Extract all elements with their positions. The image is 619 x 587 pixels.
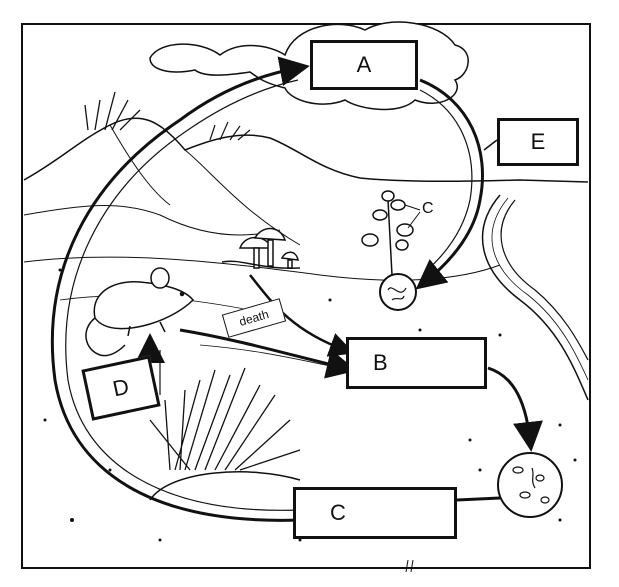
e-pointer (483, 139, 498, 151)
mouse (85, 267, 195, 357)
label-box-b[interactable]: B (346, 337, 487, 389)
plant-label-pointer-2 (407, 211, 421, 229)
plant-label-c: C (422, 200, 434, 217)
grass-tuft-top (84, 91, 141, 131)
label-box-a[interactable]: A (310, 40, 418, 90)
bacteria-detail (512, 466, 550, 504)
label-box-c[interactable]: C (293, 487, 457, 539)
arrow-b-to-bacteria (487, 366, 543, 452)
bacteria-circle (497, 452, 563, 518)
hill-line-2 (23, 205, 281, 236)
arrow-a-to-plant-inner (419, 89, 473, 273)
plant-label-pointer-1 (404, 204, 421, 211)
arrow-cycle-outer-inner (65, 79, 301, 511)
root-nodule-detail (387, 287, 407, 301)
stream-right-bank (500, 199, 589, 361)
mushrooms (221, 227, 301, 269)
connector-bacteria-to-c (456, 496, 501, 502)
grass-clump (149, 367, 301, 471)
stream-middle (491, 197, 589, 381)
grass-tuft-hill (209, 121, 251, 141)
arrow-cycle-outer (50, 56, 310, 522)
label-box-e[interactable]: E (497, 118, 579, 166)
arrow-mouse-to-b (179, 328, 357, 379)
grass-mound (149, 471, 301, 501)
ground-line (23, 256, 501, 281)
hill-line-4 (109, 124, 171, 206)
arrow-a-to-plant (415, 78, 484, 290)
bottom-tick (405, 559, 414, 573)
plant (361, 190, 414, 276)
stream-left-bank (481, 194, 589, 401)
